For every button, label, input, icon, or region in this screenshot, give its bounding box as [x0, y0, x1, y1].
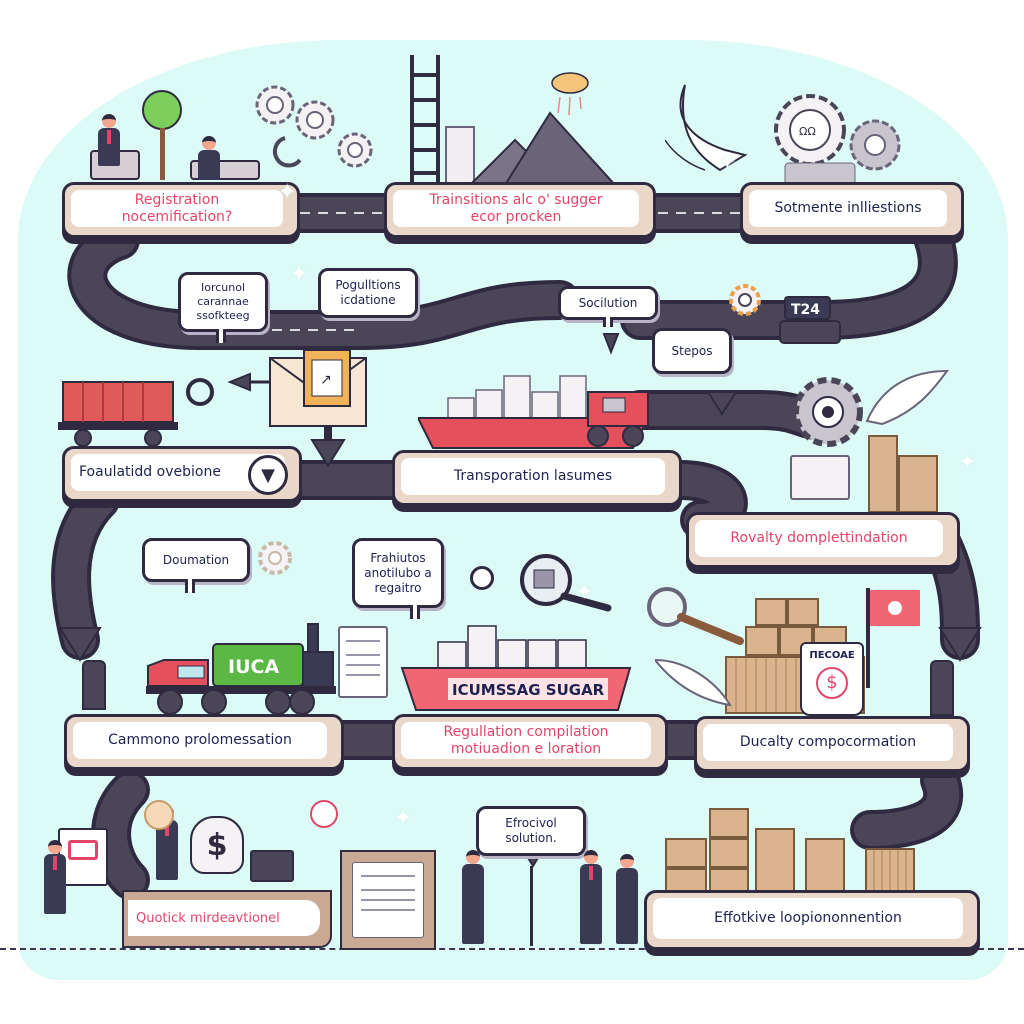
crate-stack-bottom [665, 808, 915, 898]
wings-icon [655, 658, 732, 707]
sparkle-icon: ✦ [290, 262, 309, 287]
magnifier-icon [520, 554, 612, 612]
coin-icon [144, 800, 174, 830]
document-icon [338, 626, 388, 698]
lamp-post-left [82, 660, 106, 710]
presenter-group: $ [40, 800, 338, 950]
business-people-group [456, 850, 656, 950]
money-sack: ПECOAE $ [800, 642, 864, 716]
step-regulation-compilation: Regullation compilation motiuadion e lor… [392, 714, 668, 770]
ladder-mountain-icon [410, 55, 617, 185]
magnifier-large-icon [647, 587, 744, 645]
cargo-ship-icon [418, 375, 650, 449]
gear-eye-icon [793, 377, 863, 447]
shelf-boxes-icon [868, 435, 938, 513]
stacked-papers-icon [790, 455, 850, 500]
ring-icon [186, 378, 214, 406]
ground-line [0, 948, 1024, 950]
sparkle-icon: ✦ [278, 180, 297, 205]
gear-small-icon [729, 284, 761, 316]
speech-bubble-icon [310, 800, 338, 828]
gears-icon [255, 85, 373, 168]
arrow-down-left [58, 627, 102, 662]
tree-icon [142, 90, 182, 130]
printer-icon [250, 850, 294, 882]
step-effective-implementation: Effotkive loopiononnention [644, 890, 980, 950]
callout-steps: Stepos [652, 328, 732, 374]
callout-solution: Socilution [558, 286, 658, 327]
svg-text:ΩΩ: ΩΩ [799, 125, 816, 138]
dollar-icon: $ [816, 667, 848, 699]
people-seated-group [90, 90, 270, 180]
step-common-processing: Cammono prolomessation [64, 714, 344, 770]
arrow-down-right [938, 627, 982, 662]
callout-internal-compliance: Iorcunol carannae ssofkteeg [178, 272, 268, 343]
svg-text:ICUMSSAG SUGAR: ICUMSSAG SUGAR [452, 681, 605, 699]
paper-plane-icon [665, 84, 748, 172]
badge-icon [470, 566, 494, 590]
meter-icon: T24 [779, 296, 841, 344]
step-registration: Registration nocemification? [62, 182, 300, 238]
svg-text:T24: T24 [791, 302, 820, 318]
callout-regulatory-features: Frahiutos anotilubo a regaitro [352, 538, 444, 619]
lamp-post-right [930, 660, 954, 716]
machine-gears-icon: ΩΩ [774, 94, 901, 185]
callout-effective-solution: Efrocivol solution. [476, 806, 586, 856]
wing-icon [865, 369, 950, 426]
step-settlement-installations: Sotmente inlliestions [740, 182, 964, 238]
flag-icon [866, 588, 870, 688]
svg-text:↗: ↗ [320, 372, 332, 388]
sparkle-icon: ✦ [394, 806, 413, 831]
cargo-truck-icon: IUCA [146, 623, 336, 715]
tripod-icon [530, 866, 533, 946]
gear-decor-icon [258, 541, 292, 575]
chevron-badge-icon: ▼ [248, 455, 288, 495]
callout-regulations: Pogulltions icdatione [318, 268, 418, 318]
step-quality-compensation: Ducalty compocormation [694, 716, 970, 772]
clipboard-large-icon [340, 850, 436, 950]
rail-car-icon [58, 381, 178, 447]
whiteboard-icon [58, 828, 108, 886]
step-transitions-sugar: Trainsitions alc o' sugger ecor procken [384, 182, 656, 238]
step-quality-documentation: Rovalty domplettindation [686, 512, 960, 568]
sparkle-icon: ✦ [958, 450, 977, 475]
svg-text:IUCA: IUCA [228, 656, 279, 678]
money-bag-icon: $ [190, 816, 244, 874]
sparkle-icon: ✦ [718, 150, 737, 175]
callout-documentation: Doumation [142, 538, 250, 593]
step-quick-mitigations: Quotick mirdeavtionel [122, 890, 332, 948]
envelope-document-icon: ↗ [269, 349, 367, 427]
sparkle-icon: ✦ [575, 580, 594, 605]
sugar-ship-icon: ICUMSSAG SUGAR [400, 625, 632, 711]
step-transportation-issues: Transporation lasumes [392, 450, 682, 506]
